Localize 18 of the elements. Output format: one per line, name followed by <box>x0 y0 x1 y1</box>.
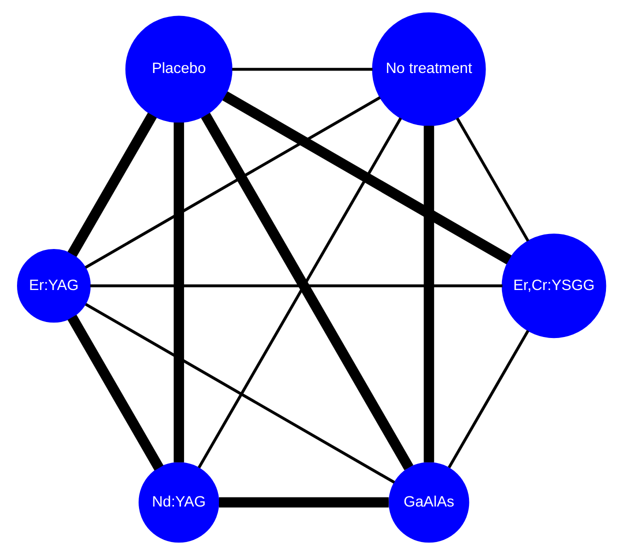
connector <box>67 314 163 471</box>
connector <box>222 91 512 264</box>
node-circle: Placebo <box>124 16 232 123</box>
connector <box>67 112 156 257</box>
node-circle: Er:YAG <box>16 249 90 323</box>
connector <box>232 68 372 71</box>
connector <box>173 122 184 462</box>
node-circle: GaAlAs <box>388 462 469 543</box>
node-circle: No treatment <box>372 12 486 126</box>
connector <box>423 126 434 462</box>
node-circle: Er,Cr:YSGG <box>501 234 606 338</box>
connector <box>90 284 502 288</box>
connector <box>84 302 395 484</box>
connector <box>455 118 529 242</box>
connector <box>447 330 529 468</box>
node-circle: Nd:YAG <box>138 462 219 543</box>
connector <box>84 96 380 269</box>
connector <box>218 497 388 508</box>
